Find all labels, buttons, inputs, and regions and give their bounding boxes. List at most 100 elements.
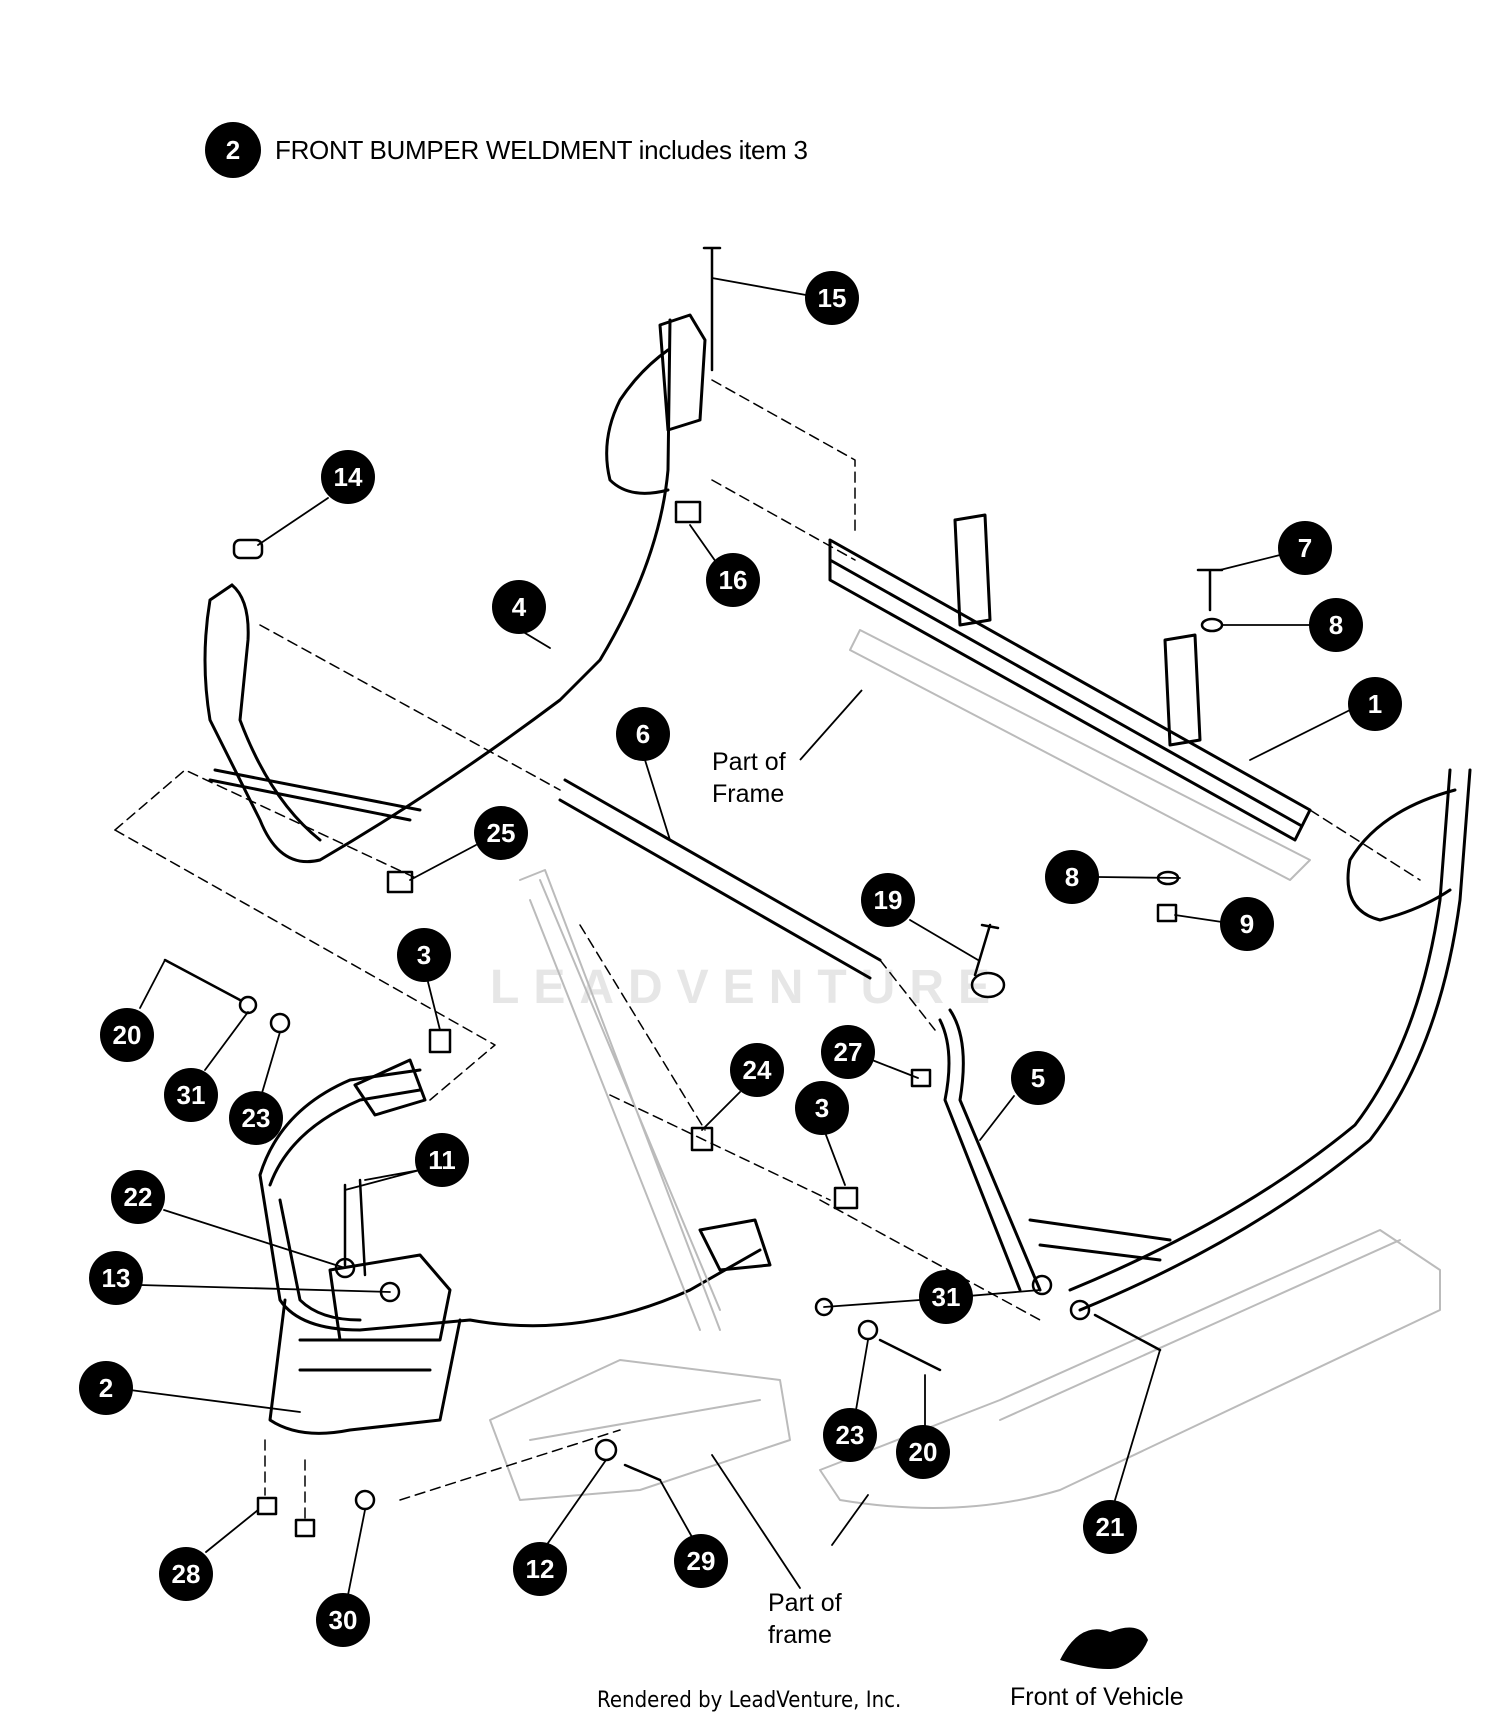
part-of-frame-lower-label: Part of frame — [768, 1589, 842, 1649]
callout-21: 21 — [1083, 1500, 1137, 1554]
callout-badge-circle — [415, 1133, 469, 1187]
callout-number: 23 — [242, 1103, 271, 1133]
part-25-bushing — [386, 870, 414, 894]
part-5-lower-brace — [1028, 1218, 1172, 1262]
vehicle-frame-rail — [819, 1229, 1441, 1509]
callout-badge-circle — [1011, 1051, 1065, 1105]
part-4-cross-brace — [208, 768, 422, 822]
callout-31: 31 — [164, 1068, 218, 1122]
part-19-cap — [970, 971, 1006, 999]
callout-31: 31 — [919, 1270, 973, 1324]
callout-23: 23 — [823, 1408, 877, 1462]
callout-2: 2 — [79, 1361, 133, 1415]
callout-badge-circle — [919, 1270, 973, 1324]
callout-badge-circle — [111, 1170, 165, 1224]
callout-number: 28 — [172, 1559, 201, 1589]
callout-number: 29 — [687, 1546, 716, 1576]
part-7-bolt — [1196, 568, 1224, 612]
part-24-bushing — [690, 1126, 714, 1152]
part-2-side-tab — [698, 1218, 772, 1272]
part-2-bumper-lower — [268, 1298, 462, 1435]
front-of-vehicle-label: Front of Vehicle — [1010, 1683, 1184, 1711]
vehicle-frame-lower-bracket — [489, 1359, 791, 1501]
callout-number: 16 — [719, 565, 748, 595]
part-2-bracket-plate — [328, 1253, 452, 1342]
callout-30: 30 — [316, 1593, 370, 1647]
callout-badge-circle — [730, 1043, 784, 1097]
callout-number: 1 — [1368, 689, 1382, 719]
callout-9: 9 — [1220, 897, 1274, 951]
part-4-mount-plate — [658, 313, 707, 432]
render-credit: Rendered by LeadVenture, Inc. — [597, 1688, 902, 1713]
part-31-washer-frame-2 — [1069, 1299, 1091, 1321]
part-14-cap — [232, 538, 264, 560]
part-1-rear-channel — [828, 538, 1312, 842]
part-9-nut — [1156, 903, 1178, 923]
callout-number: 23 — [836, 1420, 865, 1450]
callout-number: 24 — [743, 1055, 772, 1085]
assembly-dashed-lines — [114, 379, 1421, 1521]
callout-22: 22 — [111, 1170, 165, 1224]
callout-badge-circle — [896, 1425, 950, 1479]
callout-number: 31 — [177, 1080, 206, 1110]
callout-19: 19 — [861, 873, 915, 927]
part-3-bushing-left — [428, 1028, 452, 1054]
callout-number: 20 — [113, 1020, 142, 1050]
callout-23: 23 — [229, 1091, 283, 1145]
callout-number: 13 — [102, 1263, 131, 1293]
vehicle-frame-upper-rail — [849, 629, 1311, 881]
callout-badge-circle — [823, 1408, 877, 1462]
callout-number: 3 — [417, 940, 431, 970]
part-2-front-bumper — [258, 1068, 762, 1332]
callout-1: 1 — [1348, 677, 1402, 731]
part-31-washer-left — [238, 995, 258, 1015]
diagram-header: 2 FRONT BUMPER WELDMENT includes item 3 — [205, 120, 808, 180]
part-23-washer-left — [269, 1012, 291, 1034]
callout-number: 5 — [1031, 1063, 1045, 1093]
callout-number: 27 — [834, 1037, 863, 1067]
callout-13: 13 — [89, 1251, 143, 1305]
callout-number: 4 — [512, 592, 527, 622]
callout-7: 7 — [1278, 521, 1332, 575]
part-21-bolt — [1093, 1313, 1162, 1352]
callout-badge-circle — [1348, 677, 1402, 731]
callout-number: 21 — [1096, 1512, 1125, 1542]
callout-20: 20 — [100, 1008, 154, 1062]
part-11-bolts — [343, 1178, 367, 1277]
part-2-mount-tab — [353, 1058, 427, 1117]
callout-12: 12 — [513, 1542, 567, 1596]
watermark: LEADVENTURE — [490, 961, 1005, 1014]
callout-number: 3 — [815, 1093, 829, 1123]
callout-27: 27 — [821, 1025, 875, 1079]
part-31-washer-frame — [1031, 1274, 1053, 1296]
part-23-washer-right — [857, 1319, 879, 1341]
callout-badge-circle — [861, 873, 915, 927]
callout-leader-lines — [129, 277, 1351, 1596]
callout-16: 16 — [706, 553, 760, 607]
part-28-nut-right — [294, 1518, 316, 1538]
callout-badge-circle — [1045, 850, 1099, 904]
callout-number: 30 — [329, 1605, 358, 1635]
callout-badge-circle — [474, 806, 528, 860]
callout-number: 11 — [428, 1145, 456, 1175]
part-5-right-frame-tube — [1068, 768, 1472, 1312]
callout-11: 11 — [415, 1133, 469, 1187]
part-29-bolt — [623, 1463, 662, 1482]
header-callout-badge: 2 — [205, 122, 261, 178]
callout-badge-circle — [795, 1081, 849, 1135]
callout-badge-circle — [1278, 521, 1332, 575]
callout-number: 7 — [1298, 533, 1312, 563]
part-22-washer — [334, 1257, 356, 1279]
callout-badge-circle — [1309, 598, 1363, 652]
part-5-inner-tube — [938, 1008, 1042, 1292]
callout-badge-circle — [321, 450, 375, 504]
callout-8: 8 — [1309, 598, 1363, 652]
callout-badge-circle — [159, 1547, 213, 1601]
part-of-frame-upper-label: Part of Frame — [712, 689, 863, 808]
callout-number: 25 — [487, 818, 516, 848]
callout-number: 8 — [1329, 610, 1343, 640]
callout-5: 5 — [1011, 1051, 1065, 1105]
callout-badge-circle — [164, 1068, 218, 1122]
